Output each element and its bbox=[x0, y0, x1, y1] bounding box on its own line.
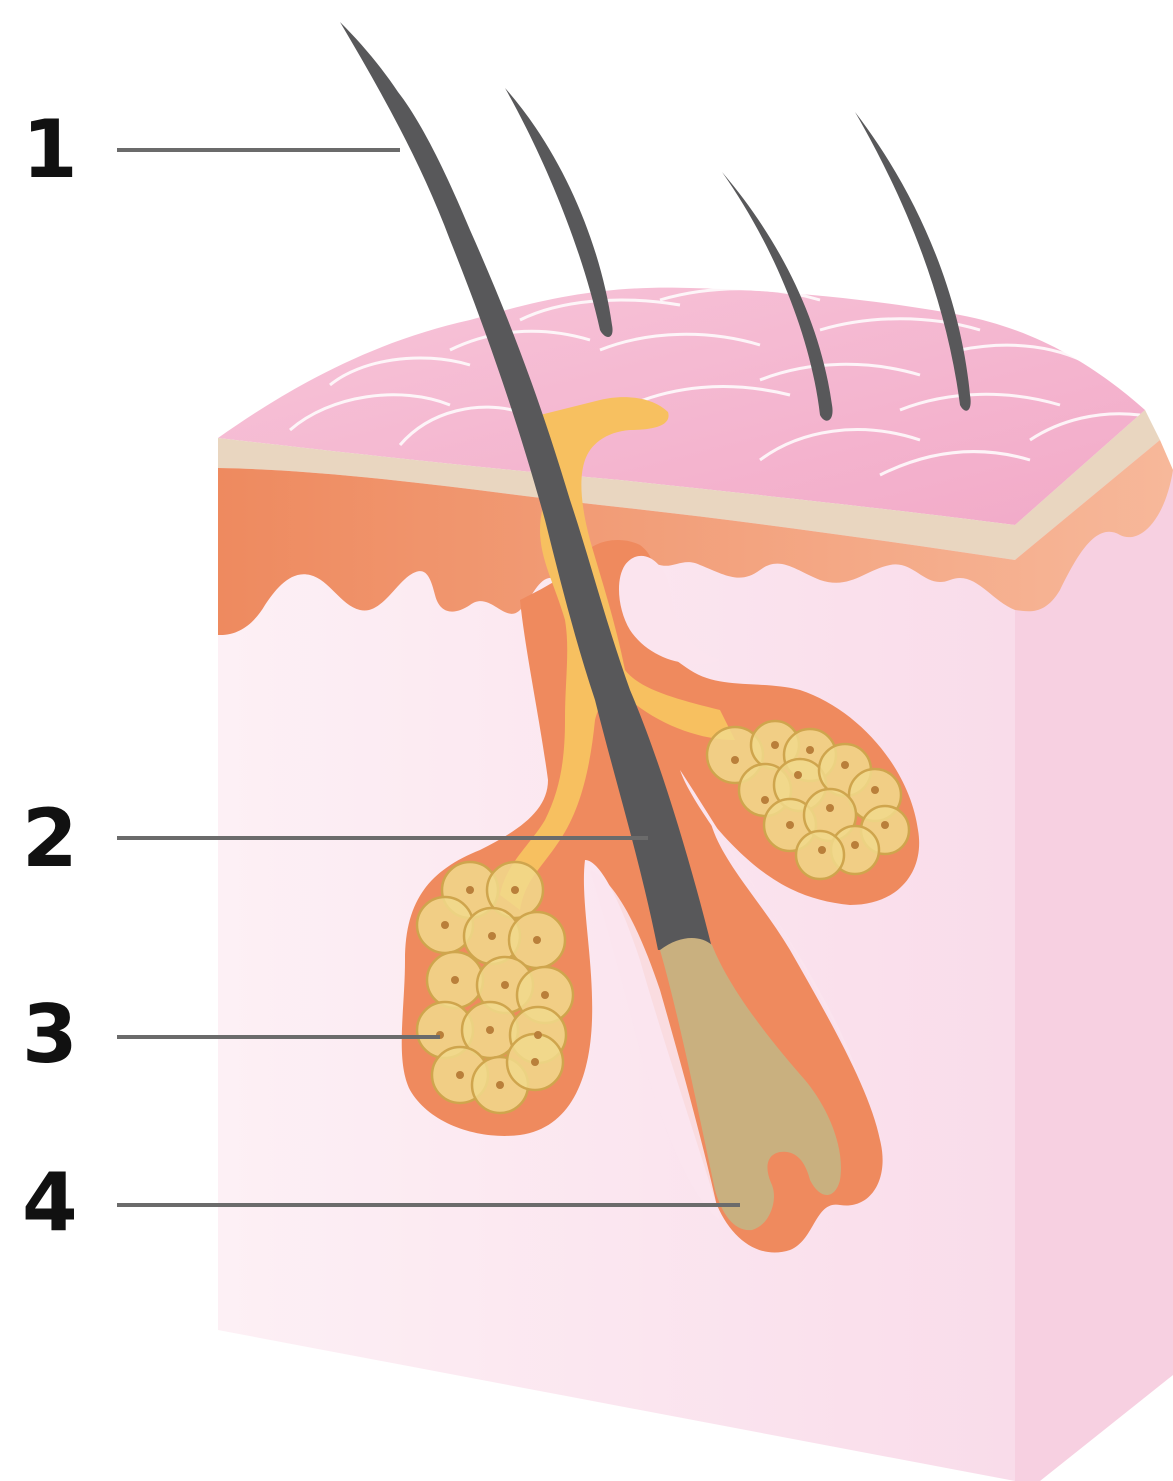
callout-number-2: 2 bbox=[22, 792, 78, 885]
callout-number-3: 3 bbox=[22, 988, 78, 1081]
callout-1: 1 bbox=[22, 103, 400, 196]
callout-number-4: 4 bbox=[22, 1156, 78, 1249]
callout-number-1: 1 bbox=[22, 103, 78, 196]
gland-cell bbox=[796, 831, 844, 879]
